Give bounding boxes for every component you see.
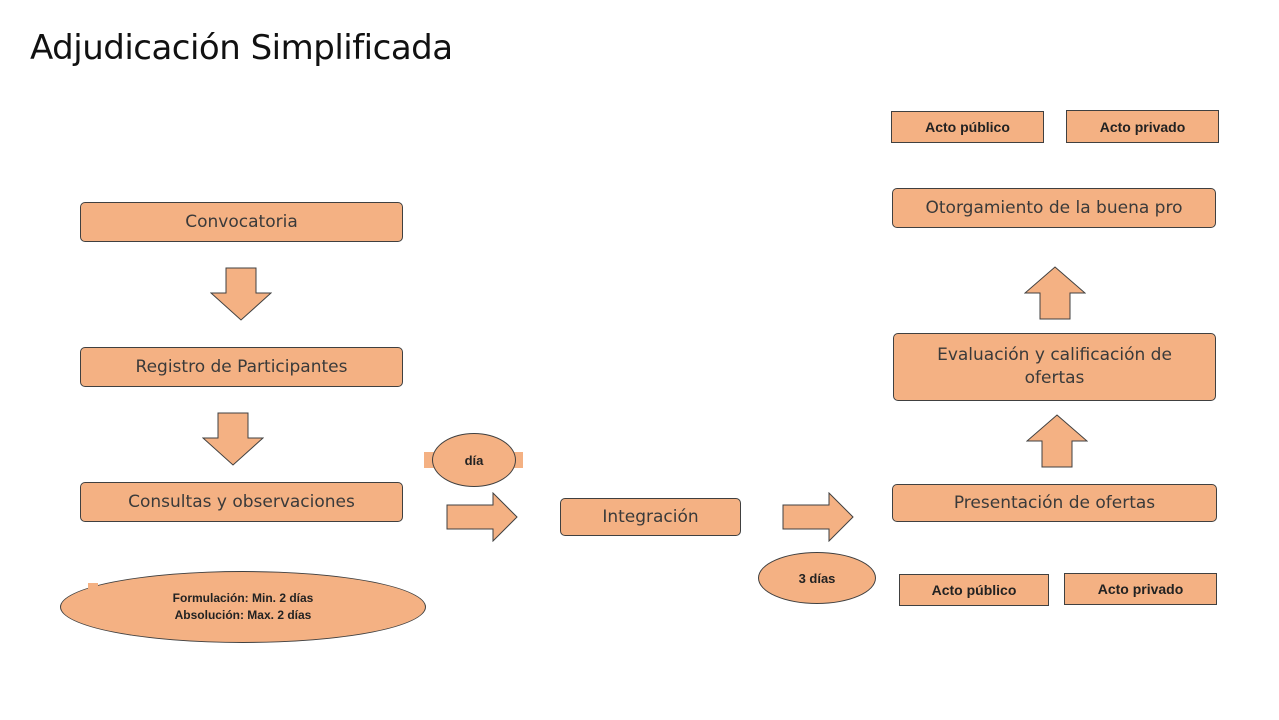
tag-bottom-acto-privado-label: Acto privado <box>1097 581 1184 597</box>
box-consultas-label: Consultas y observaciones <box>128 491 355 512</box>
box-convocatoria-label: Convocatoria <box>185 211 298 232</box>
tag-top-acto-publico-label: Acto público <box>925 119 1010 135</box>
box-evaluacion-line1: Evaluación y calificación de <box>937 345 1172 366</box>
tag-bottom-acto-publico: Acto público <box>899 574 1049 606</box>
box-evaluacion-line2: ofertas <box>1024 368 1085 388</box>
box-otorgamiento: Otorgamiento de la buena pro <box>892 188 1216 228</box>
oval-tres-dias-label: 3 días <box>798 570 836 586</box>
tag-top-acto-privado: Acto privado <box>1066 110 1219 143</box>
box-integracion-label: Integración <box>602 506 699 527</box>
box-presentacion-label: Presentación de ofertas <box>953 492 1156 513</box>
oval-plazos-tab <box>88 583 98 589</box>
box-otorgamiento-label: Otorgamiento de la buena pro <box>925 197 1183 218</box>
tag-bottom-acto-publico-label: Acto público <box>931 582 1017 598</box>
box-convocatoria: Convocatoria <box>80 202 403 242</box>
oval-plazos-line2: Absolución: Max. 2 días <box>174 608 312 622</box>
arrow-right-1 <box>446 492 518 542</box>
box-presentacion: Presentación de ofertas <box>892 484 1217 522</box>
tag-top-acto-publico: Acto público <box>891 111 1044 143</box>
oval-plazos-line1: Formulación: Min. 2 días <box>172 590 314 605</box>
tag-bottom-acto-privado: Acto privado <box>1064 573 1217 605</box>
box-integracion: Integración <box>560 498 741 536</box>
oval-plazos: Formulación: Min. 2 días Absolución: Max… <box>60 571 426 643</box>
oval-dia: día <box>432 433 516 487</box>
oval-dia-label: día <box>464 452 484 468</box>
box-registro-label: Registro de Participantes <box>135 356 348 377</box>
arrow-up-2 <box>1026 414 1088 468</box>
arrow-up-1 <box>1024 266 1086 320</box>
page-title: Adjudicación Simplificada <box>30 28 453 68</box>
box-evaluacion: Evaluación y calificación de ofertas <box>893 333 1216 401</box>
arrow-down-1 <box>210 267 272 321</box>
tag-top-acto-privado-label: Acto privado <box>1099 118 1186 135</box>
arrow-down-2 <box>202 412 264 466</box>
oval-tres-dias: 3 días <box>758 552 876 604</box>
box-registro-participantes: Registro de Participantes <box>80 347 403 387</box>
box-consultas-observaciones: Consultas y observaciones <box>80 482 403 522</box>
arrow-right-2 <box>782 492 854 542</box>
